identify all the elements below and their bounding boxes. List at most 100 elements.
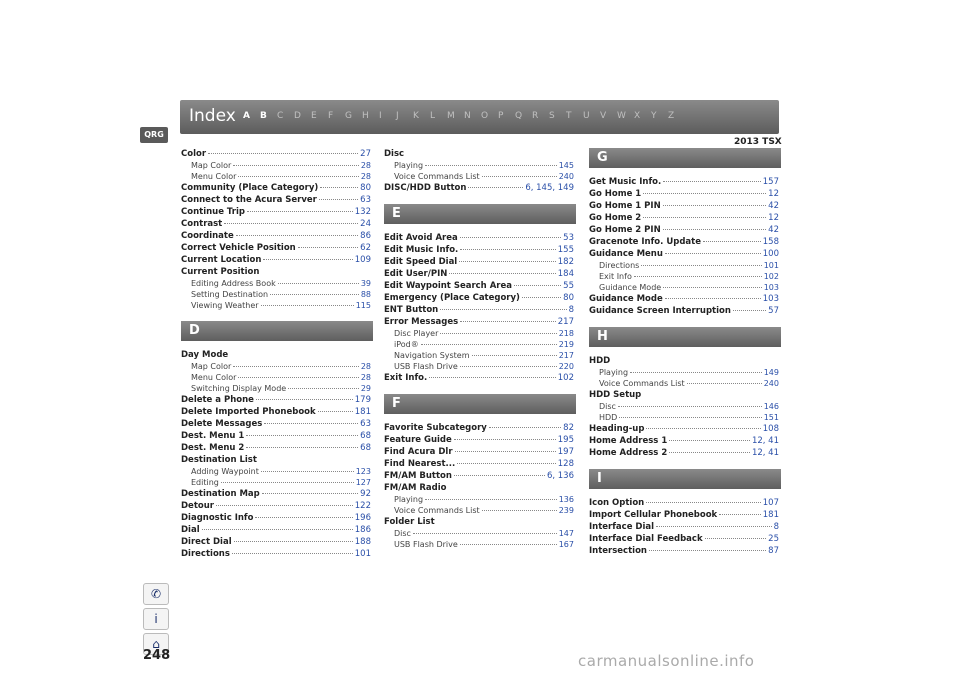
page-link[interactable]: 80 bbox=[360, 183, 371, 193]
alphabet-letter-f[interactable]: F bbox=[328, 111, 334, 121]
page-link[interactable]: 107 bbox=[762, 498, 779, 508]
page-link[interactable]: 100 bbox=[762, 249, 779, 259]
page-link[interactable]: 62 bbox=[360, 243, 371, 253]
page-link[interactable]: 53 bbox=[563, 233, 574, 243]
alphabet-letter-j[interactable]: J bbox=[396, 111, 399, 121]
page-link[interactable]: 196 bbox=[354, 513, 371, 523]
alphabet-letter-q[interactable]: Q bbox=[515, 111, 523, 121]
page-link[interactable]: 87 bbox=[768, 546, 779, 556]
page-link[interactable]: 42 bbox=[768, 201, 779, 211]
page-link[interactable]: 239 bbox=[558, 506, 574, 515]
page-link[interactable]: 127 bbox=[355, 478, 371, 487]
page-link[interactable]: 145 bbox=[558, 161, 574, 170]
alphabet-letter-e[interactable]: E bbox=[311, 111, 317, 121]
page-link[interactable]: 181 bbox=[354, 407, 371, 417]
page-link[interactable]: 63 bbox=[360, 195, 371, 205]
alphabet-letter-b[interactable]: B bbox=[260, 111, 267, 121]
alphabet-letter-k[interactable]: K bbox=[413, 111, 419, 121]
page-link[interactable]: 109 bbox=[354, 255, 371, 265]
home-icon[interactable]: ⌂ bbox=[143, 633, 169, 655]
alphabet-letter-p[interactable]: P bbox=[498, 111, 504, 121]
page-link[interactable]: 188 bbox=[354, 537, 371, 547]
page-link[interactable]: 217 bbox=[558, 351, 574, 360]
page-link[interactable]: 6, 136 bbox=[546, 471, 574, 481]
alphabet-letter-v[interactable]: V bbox=[600, 111, 607, 121]
page-link[interactable]: 149 bbox=[763, 368, 779, 377]
alphabet-letter-n[interactable]: N bbox=[464, 111, 471, 121]
alphabet-letter-g[interactable]: G bbox=[345, 111, 352, 121]
page-link[interactable]: 12 bbox=[768, 213, 779, 223]
alphabet-letter-y[interactable]: Y bbox=[651, 111, 657, 121]
page-link[interactable]: 147 bbox=[558, 529, 574, 538]
page-link[interactable]: 128 bbox=[557, 459, 574, 469]
page-link[interactable]: 12, 41 bbox=[751, 448, 779, 458]
page-link[interactable]: 197 bbox=[557, 447, 574, 457]
page-link[interactable]: 102 bbox=[557, 373, 574, 383]
page-link[interactable]: 136 bbox=[558, 495, 574, 504]
page-link[interactable]: 182 bbox=[557, 257, 574, 267]
page-link[interactable]: 219 bbox=[558, 340, 574, 349]
page-link[interactable]: 28 bbox=[360, 161, 371, 170]
page-link[interactable]: 42 bbox=[768, 225, 779, 235]
page-link[interactable]: 92 bbox=[360, 489, 371, 499]
page-link[interactable]: 55 bbox=[563, 281, 574, 291]
page-link[interactable]: 28 bbox=[360, 362, 371, 371]
page-link[interactable]: 88 bbox=[360, 290, 371, 299]
page-link[interactable]: 123 bbox=[355, 467, 371, 476]
page-link[interactable]: 155 bbox=[557, 245, 574, 255]
page-link[interactable]: 115 bbox=[355, 301, 371, 310]
page-link[interactable]: 220 bbox=[558, 362, 574, 371]
alphabet-letter-m[interactable]: M bbox=[447, 111, 455, 121]
alphabet-letter-l[interactable]: L bbox=[430, 111, 436, 121]
page-link[interactable]: 63 bbox=[360, 419, 371, 429]
page-link[interactable]: 28 bbox=[360, 373, 371, 382]
alphabet-letter-x[interactable]: X bbox=[634, 111, 641, 121]
page-link[interactable]: 102 bbox=[763, 272, 779, 281]
page-link[interactable]: 181 bbox=[762, 510, 779, 520]
page-link[interactable]: 101 bbox=[763, 261, 779, 270]
alphabet-letter-r[interactable]: R bbox=[532, 111, 539, 121]
qrg-tab[interactable]: QRG bbox=[140, 127, 168, 143]
page-link[interactable]: 122 bbox=[354, 501, 371, 511]
page-link[interactable]: 157 bbox=[762, 177, 779, 187]
alphabet-letter-w[interactable]: W bbox=[617, 111, 626, 121]
page-link[interactable]: 57 bbox=[768, 306, 779, 316]
page-link[interactable]: 68 bbox=[360, 431, 371, 441]
page-link[interactable]: 103 bbox=[762, 294, 779, 304]
page-link[interactable]: 82 bbox=[563, 423, 574, 433]
page-link[interactable]: 8 bbox=[773, 522, 779, 532]
alphabet-letter-o[interactable]: O bbox=[481, 111, 489, 121]
page-link[interactable]: 25 bbox=[768, 534, 779, 544]
page-link[interactable]: 179 bbox=[354, 395, 371, 405]
alphabet-letter-u[interactable]: U bbox=[583, 111, 590, 121]
page-link[interactable]: 217 bbox=[557, 317, 574, 327]
alphabet-letter-a[interactable]: A bbox=[243, 111, 250, 121]
page-link[interactable]: 86 bbox=[360, 231, 371, 241]
info-icon[interactable]: i bbox=[143, 608, 169, 630]
page-link[interactable]: 103 bbox=[763, 283, 779, 292]
page-link[interactable]: 27 bbox=[360, 149, 371, 159]
page-link[interactable]: 218 bbox=[558, 329, 574, 338]
page-link[interactable]: 132 bbox=[354, 207, 371, 217]
page-link[interactable]: 29 bbox=[360, 384, 371, 393]
page-link[interactable]: 184 bbox=[557, 269, 574, 279]
alphabet-letter-h[interactable]: H bbox=[362, 111, 369, 121]
alphabet-letter-s[interactable]: S bbox=[549, 111, 555, 121]
page-link[interactable]: 108 bbox=[762, 424, 779, 434]
page-link[interactable]: 12, 41 bbox=[751, 436, 779, 446]
page-link[interactable]: 151 bbox=[763, 413, 779, 422]
page-link[interactable]: 146 bbox=[763, 402, 779, 411]
alphabet-letter-d[interactable]: D bbox=[294, 111, 301, 121]
page-link[interactable]: 101 bbox=[354, 549, 371, 559]
page-link[interactable]: 39 bbox=[360, 279, 371, 288]
page-link[interactable]: 195 bbox=[557, 435, 574, 445]
voice-icon[interactable]: ✆ bbox=[143, 583, 169, 605]
page-link[interactable]: 167 bbox=[558, 540, 574, 549]
page-link[interactable]: 6, 145, 149 bbox=[525, 183, 574, 193]
page-link[interactable]: 158 bbox=[762, 237, 779, 247]
page-link[interactable]: 240 bbox=[558, 172, 574, 181]
page-link[interactable]: 240 bbox=[763, 379, 779, 388]
page-link[interactable]: 24 bbox=[360, 219, 371, 229]
page-link[interactable]: 28 bbox=[360, 172, 371, 181]
page-link[interactable]: 80 bbox=[563, 293, 574, 303]
